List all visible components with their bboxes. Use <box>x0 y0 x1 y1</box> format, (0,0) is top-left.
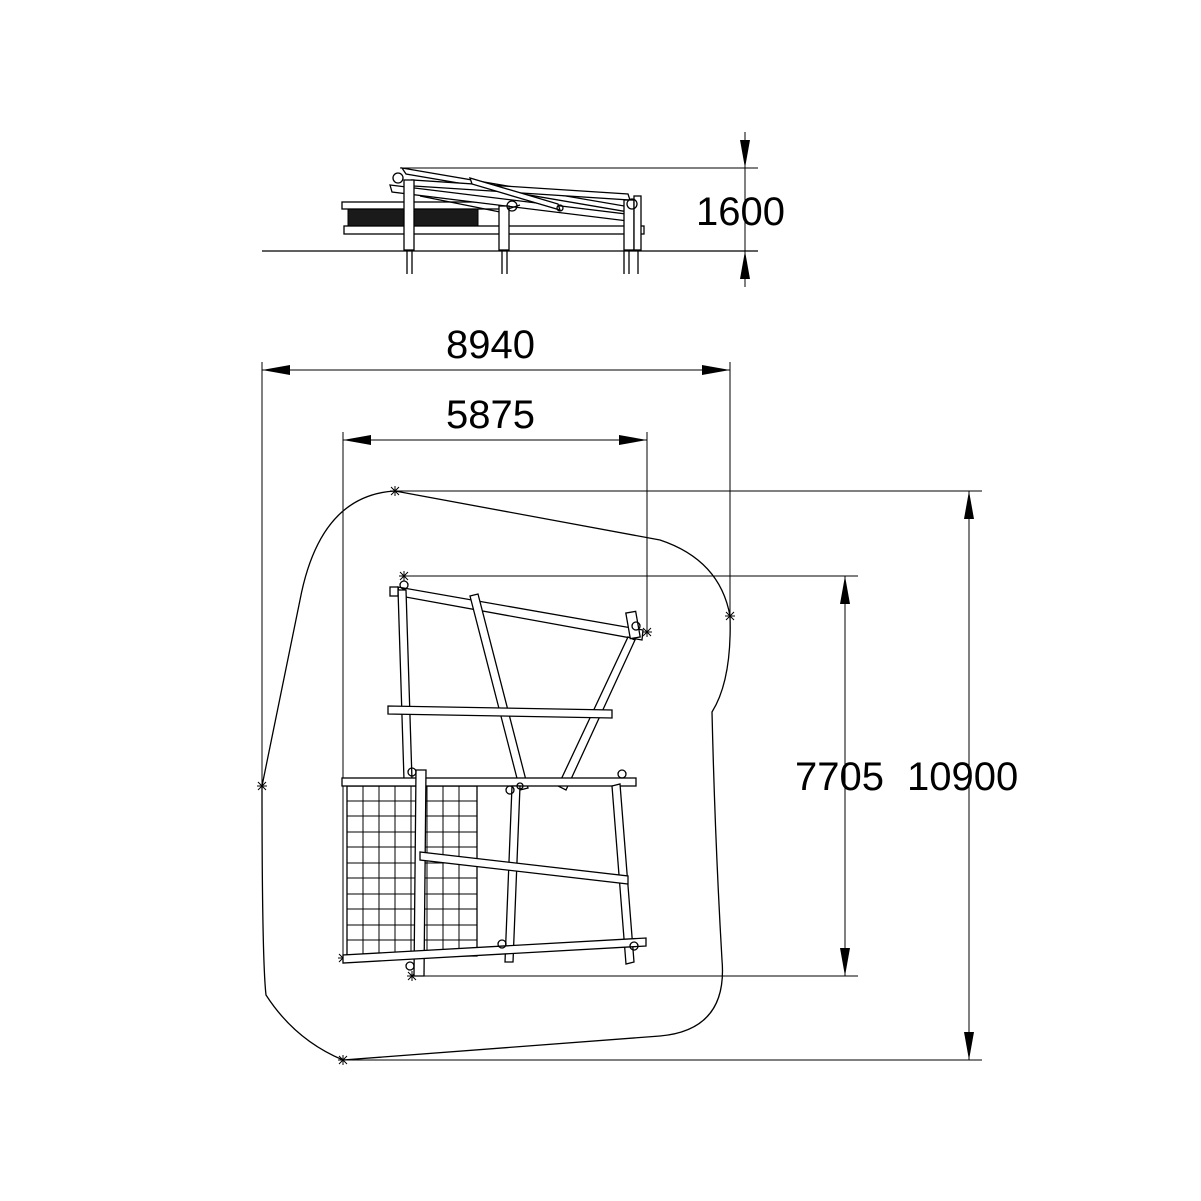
side-beam-sloped-4 <box>468 177 562 211</box>
side-post-mid <box>498 205 510 251</box>
beam-lower-bottom <box>342 937 647 964</box>
overall-depth-arrow-top <box>964 491 974 519</box>
joint-top-right <box>631 621 641 631</box>
post-right-lower <box>611 783 635 965</box>
width-arrow-right <box>702 365 730 375</box>
joint-lower-2 <box>617 769 627 779</box>
side-beam-low <box>343 225 645 235</box>
post-inner-mid <box>504 785 521 963</box>
frame-depth-arrow-top <box>840 576 850 604</box>
side-joint-1 <box>392 172 404 184</box>
side-joint-3 <box>626 198 638 210</box>
width-arrow-left <box>262 365 290 375</box>
side-post-right2 <box>633 195 642 251</box>
height-arrow-bottom <box>740 251 750 279</box>
side-joint-2 <box>506 200 518 212</box>
upper-frame <box>387 580 644 791</box>
frame-width-label: 5875 <box>446 393 535 437</box>
frame-depth-label: 7705 <box>795 755 884 799</box>
height-dimension-label: 1600 <box>696 190 785 234</box>
joint-lower-7 <box>405 961 415 971</box>
height-arrow-top <box>740 140 750 168</box>
plan-view: 8940 5875 7705 10900 <box>257 323 1018 1065</box>
overall-depth-label: 10900 <box>907 755 1018 799</box>
joint-lower-3 <box>505 785 515 795</box>
side-joint-4 <box>556 204 564 212</box>
joint-lower-5 <box>497 939 507 949</box>
side-elevation-view: 1600 <box>262 132 785 287</box>
side-post-left <box>403 179 415 251</box>
post-top-right <box>625 610 641 640</box>
joint-lower-1 <box>407 767 417 777</box>
joint-top-left <box>399 580 409 590</box>
post-inner-left <box>413 769 427 977</box>
beam-top-slanted <box>397 586 644 641</box>
overall-depth-arrow-bottom <box>964 1032 974 1060</box>
lower-frame <box>341 767 647 977</box>
beam-middle <box>387 705 613 719</box>
beam-lower-top <box>341 777 637 787</box>
overall-width-label: 8940 <box>446 323 535 367</box>
joint-lower-4 <box>516 782 524 790</box>
beam-lower-diagonal <box>419 851 629 885</box>
frame-width-arrow-right <box>619 435 647 445</box>
frame-depth-arrow-bottom <box>840 948 850 976</box>
stub-top-left <box>389 586 399 597</box>
reference-markers <box>257 486 735 1065</box>
frame-width-arrow-left <box>343 435 371 445</box>
diagonal-left <box>469 593 529 791</box>
joint-lower-6 <box>629 941 639 951</box>
side-diagonal <box>419 195 501 213</box>
climbing-net <box>346 785 478 957</box>
post-left-upper <box>397 589 413 781</box>
